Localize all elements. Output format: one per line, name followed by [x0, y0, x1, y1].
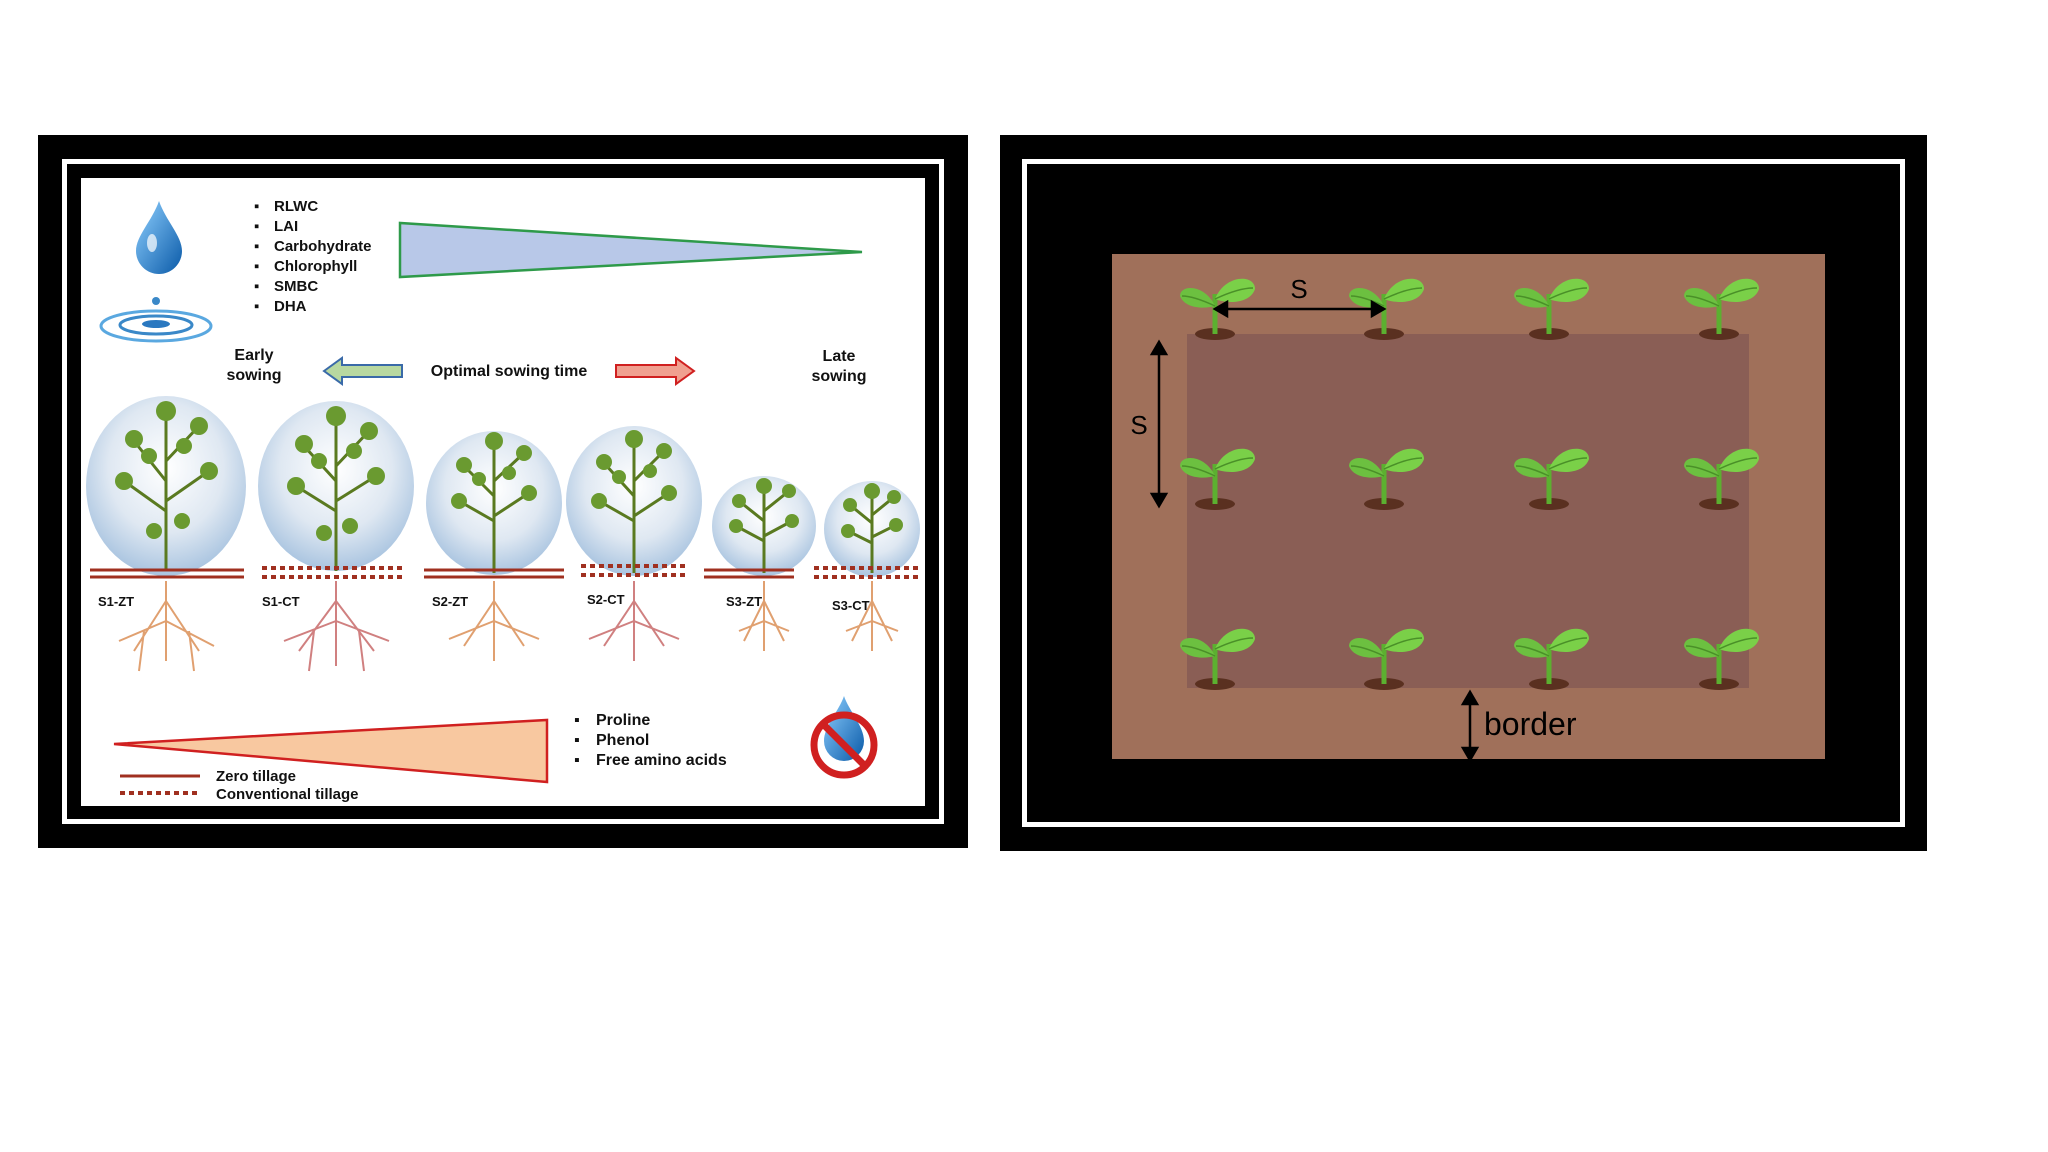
late-sowing-label-2: sowing — [811, 368, 866, 385]
vertical-spacing-label: S — [1130, 410, 1147, 440]
early-sowing-label-1: Early — [234, 347, 273, 364]
plant-s3-zt — [712, 476, 816, 576]
tillage-lines — [90, 564, 919, 579]
left-panel: ▪ RLWC ▪ LAI ▪ Carbohydrate ▪ Chlorophyl… — [38, 135, 968, 848]
indicator-smbc: SMBC — [274, 278, 318, 295]
plant-s3-ct — [824, 481, 920, 577]
vertical-spacing-arrow — [1149, 339, 1169, 509]
left-arrow-icon — [322, 356, 403, 386]
plant-s2-ct — [566, 426, 702, 576]
legend: Zero tillage Conventional tillage — [120, 768, 359, 803]
indicator-phenol: Phenol — [596, 732, 649, 749]
early-sowing-label-2: sowing — [226, 367, 281, 384]
root-systems — [118, 581, 899, 672]
label-s3-zt: S3-ZT — [726, 594, 762, 609]
indicator-free-amino-acids: Free amino acids — [596, 752, 727, 769]
plant-s1-zt — [86, 396, 246, 576]
bullet: ▪ — [254, 278, 259, 295]
plant-illustrations — [86, 396, 920, 577]
horizontal-spacing-label: S — [1290, 274, 1307, 304]
label-s1-ct: S1-CT — [262, 594, 300, 609]
border-label: border — [1484, 706, 1577, 742]
indicator-dha: DHA — [274, 298, 307, 315]
conventional-tillage-line — [262, 564, 919, 579]
sowing-tillage-diagram: ▪ RLWC ▪ LAI ▪ Carbohydrate ▪ Chlorophyl… — [86, 198, 920, 803]
label-s3-ct: S3-CT — [832, 598, 870, 613]
late-sowing-label-1: Late — [823, 348, 856, 365]
plant-s2-zt — [426, 431, 562, 575]
bottom-indicator-list: ▪ Proline ▪ Phenol ▪ Free amino acids — [574, 712, 727, 769]
indicator-lai: LAI — [274, 218, 298, 235]
left-inner-frame: ▪ RLWC ▪ LAI ▪ Carbohydrate ▪ Chlorophyl… — [81, 178, 925, 806]
inner-field — [1187, 334, 1749, 688]
indicator-chlorophyll: Chlorophyll — [274, 258, 357, 275]
right-arrow-icon — [615, 356, 696, 386]
decreasing-wedge — [398, 221, 863, 279]
bullet: ▪ — [254, 218, 259, 235]
indicator-proline: Proline — [596, 712, 650, 729]
bullet: ▪ — [254, 258, 259, 275]
right-white-frame: S S border — [1022, 159, 1905, 827]
zero-tillage-line — [90, 568, 794, 579]
bullet: ▪ — [574, 712, 580, 729]
water-splash-icon — [99, 297, 213, 343]
top-indicator-list: ▪ RLWC ▪ LAI ▪ Carbohydrate ▪ Chlorophyl… — [254, 198, 372, 315]
bullet: ▪ — [254, 238, 259, 255]
label-s1-zt: S1-ZT — [98, 594, 134, 609]
bullet: ▪ — [254, 298, 259, 315]
bullet: ▪ — [574, 732, 580, 749]
bullet: ▪ — [254, 198, 259, 215]
label-s2-ct: S2-CT — [587, 592, 625, 607]
plant-s1-ct — [258, 401, 414, 571]
optimal-sowing-label: Optimal sowing time — [431, 363, 588, 380]
legend-conventional-tillage-label: Conventional tillage — [216, 786, 359, 803]
legend-zero-tillage-label: Zero tillage — [216, 768, 296, 785]
water-drop-icon — [136, 201, 182, 274]
border-arrow — [1460, 689, 1480, 763]
bullet: ▪ — [574, 752, 580, 769]
horizontal-spacing-arrow — [1212, 299, 1387, 319]
right-panel: S S border — [1000, 135, 1927, 851]
indicator-carbohydrate: Carbohydrate — [274, 238, 372, 255]
no-water-icon — [810, 696, 878, 779]
left-white-frame: ▪ RLWC ▪ LAI ▪ Carbohydrate ▪ Chlorophyl… — [62, 159, 944, 824]
label-s2-zt: S2-ZT — [432, 594, 468, 609]
indicator-rlwc: RLWC — [274, 198, 318, 215]
increasing-wedge — [113, 718, 549, 784]
plant-spacing-diagram: S S border — [1112, 254, 1825, 763]
